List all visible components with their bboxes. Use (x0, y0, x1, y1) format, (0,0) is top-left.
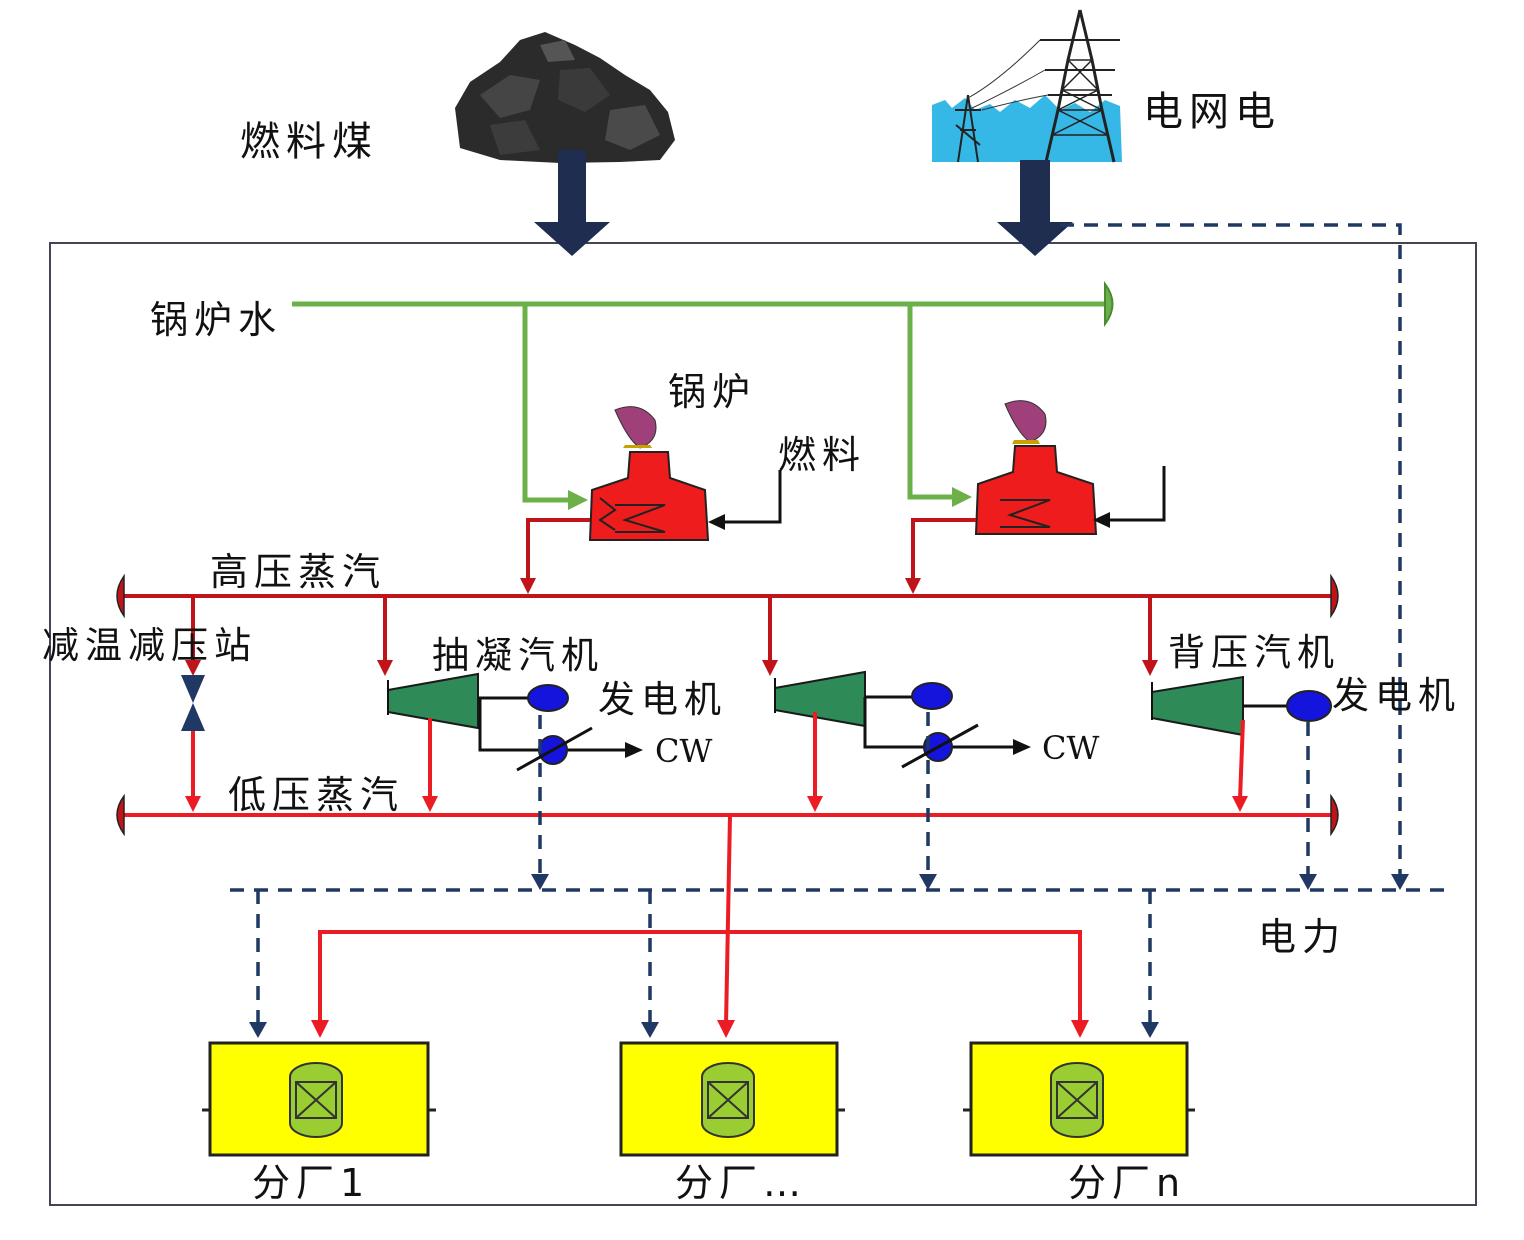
boiler-water-arrow-2 (952, 487, 972, 507)
label-boiler-water: 锅炉水 (150, 298, 282, 342)
cw-arrow-2 (1013, 739, 1031, 755)
boiler-water-arrow-1 (568, 490, 588, 510)
fuel-line-1 (715, 470, 782, 524)
label-plant-1: 分厂1 (252, 1161, 370, 1205)
generator-3-icon (1286, 690, 1332, 722)
label-boiler: 锅炉 (668, 370, 756, 414)
condenser-2-icon (901, 723, 979, 769)
boiler-steam-outlets (526, 518, 976, 582)
lp-arrow-plant-1 (311, 1020, 329, 1038)
boiler-2 (974, 400, 1098, 535)
power-grid-icon (932, 9, 1122, 163)
label-power: 电力 (1258, 915, 1346, 959)
label-plant-dots: 分厂… (675, 1161, 807, 1205)
fuel-arrow-2 (1093, 512, 1110, 528)
plant-dots (619, 1041, 845, 1157)
exhaust-arrow-1 (422, 796, 438, 812)
label-generator-1: 发电机 (598, 678, 727, 721)
label-generator-2: 发电机 (1332, 674, 1461, 717)
hp-header-cap-right (1330, 573, 1339, 619)
fuel-arrow-1 (708, 514, 725, 530)
generator-1-icon (527, 684, 569, 712)
power-arrow-plant-n (1141, 1022, 1159, 1038)
lp-distribution-lines (318, 814, 1082, 1026)
system-boundary (49, 242, 1477, 1206)
backpressure-turbine (1151, 675, 1244, 737)
boiler-water-line (292, 301, 1108, 503)
boiler-1 (588, 406, 710, 541)
valve-lp-arrow (185, 796, 201, 812)
boiler-water-end-cap (1104, 280, 1114, 328)
exhaust-arrow-2 (807, 796, 823, 812)
lp-header-cap-right (1330, 793, 1339, 837)
hp-drop-arrow-station (185, 660, 201, 676)
power-arrow-gen-2 (919, 874, 937, 890)
generator-2-icon (911, 682, 953, 710)
label-cw-2: CW (1042, 729, 1099, 767)
turbine-exhaust-lines (428, 712, 1245, 801)
fuel-line-2 (1100, 466, 1166, 522)
hp-header-cap-left (116, 573, 125, 619)
hp-drop-arrow-turbine-1 (377, 660, 393, 676)
power-arrow-gen-3 (1299, 874, 1317, 890)
label-grid-power: 电网电 (1143, 89, 1281, 135)
cw-arrow-1 (625, 742, 643, 758)
label-extraction-turbine: 抽凝汽机 (432, 634, 604, 677)
extraction-turbine-2 (774, 670, 866, 728)
pressure-reducing-valve-icon (181, 675, 205, 731)
lp-header-cap-left (116, 793, 125, 837)
extraction-turbine-1 (387, 672, 479, 730)
hp-arrow-boiler-2 (905, 578, 921, 594)
lp-arrow-plant-dots (717, 1020, 735, 1038)
power-arrow-plant-dots (641, 1022, 659, 1038)
label-lp-steam: 低压蒸汽 (228, 773, 404, 817)
grid-input-arrow (997, 160, 1073, 256)
label-fuel: 燃料 (778, 433, 866, 477)
power-arrow-gen-1 (531, 874, 549, 890)
condenser-1-icon (516, 726, 593, 772)
power-dashed-lines (230, 223, 1445, 1025)
hp-drop-arrow-turbine-2 (762, 660, 778, 676)
plant-n (963, 1041, 1195, 1157)
hp-steam-drops (191, 596, 1152, 668)
coal-pile-icon (455, 32, 675, 163)
plant-1 (202, 1041, 436, 1157)
power-arrow-plant-1 (249, 1022, 267, 1038)
coal-input-arrow (534, 150, 610, 256)
label-hp-steam: 高压蒸汽 (210, 550, 386, 594)
label-fuel-coal: 燃料煤 (240, 119, 378, 165)
hp-drop-arrow-turbine-3 (1142, 660, 1158, 676)
hp-arrow-boiler-1 (520, 578, 536, 594)
lp-arrow-plant-n (1071, 1020, 1089, 1038)
exhaust-arrow-3 (1232, 796, 1248, 812)
label-plant-n: 分厂n (1068, 1161, 1186, 1205)
label-desuperheater-station: 减温减压站 (42, 624, 257, 667)
power-arrow-grid (1391, 874, 1409, 890)
label-cw-1: CW (655, 732, 712, 770)
label-backpressure-turbine: 背压汽机 (1168, 631, 1340, 674)
